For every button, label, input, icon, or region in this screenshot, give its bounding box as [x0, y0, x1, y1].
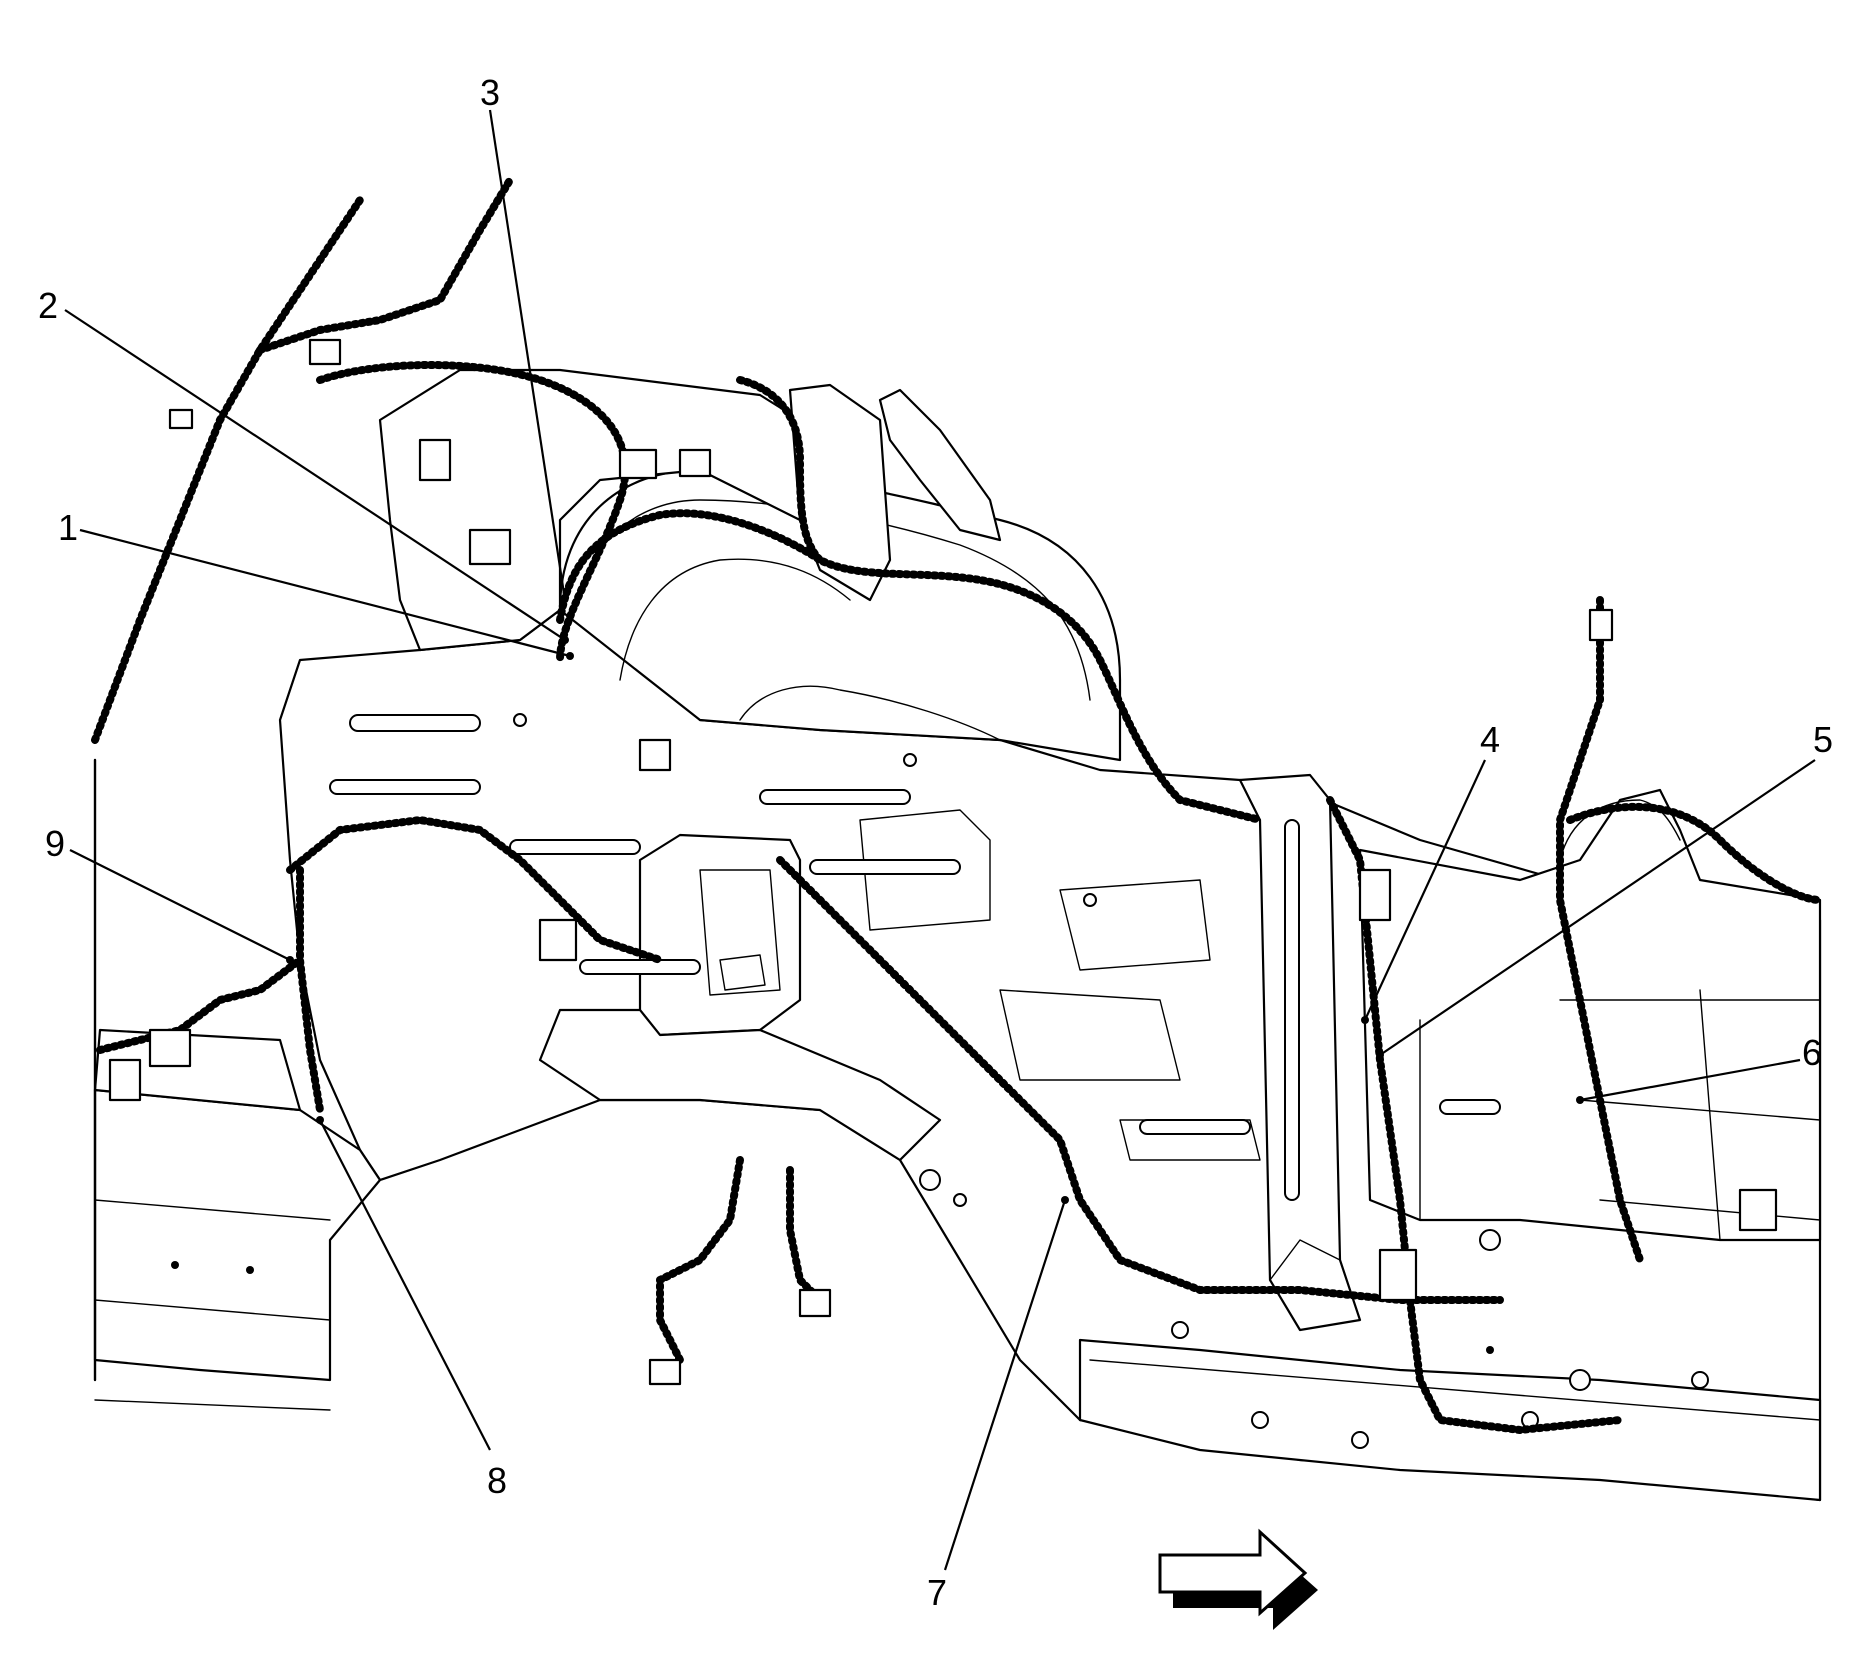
- connector: [648, 1358, 682, 1386]
- callout-6: 6: [1802, 1032, 1822, 1073]
- left-wheel-housing: [558, 468, 1122, 762]
- connector: [1358, 868, 1392, 922]
- callout-3: 3: [480, 72, 500, 113]
- connector: [108, 1058, 142, 1102]
- floor-trough: [538, 1008, 942, 1162]
- callout-9: 9: [45, 823, 65, 864]
- connectors: [108, 338, 1778, 1386]
- rear-left-bracket: [93, 1028, 302, 1112]
- connector: [618, 448, 658, 480]
- callout-leaders: [64, 109, 1816, 1571]
- connector: [418, 438, 452, 482]
- floor-slot: [579, 959, 701, 975]
- floor-slot: [1439, 1099, 1501, 1115]
- vehicle-body-structure: [93, 368, 1822, 1502]
- connector: [168, 408, 194, 430]
- leader-1: [79, 528, 571, 658]
- connector: [638, 738, 672, 772]
- floor-slot: [349, 714, 481, 732]
- callout-4: 4: [1480, 719, 1500, 760]
- leader-7: [943, 1199, 1067, 1571]
- connector: [1378, 1248, 1418, 1302]
- connector: [1588, 608, 1614, 642]
- callout-8: 8: [487, 1460, 507, 1501]
- callout-5: 5: [1813, 719, 1833, 760]
- connector: [308, 338, 342, 366]
- rear-lower-panel: [93, 1088, 382, 1382]
- callout-numbers: 1 2 3 4 5 6 7 8 9: [38, 72, 1833, 1613]
- callout-1: 1: [58, 507, 78, 548]
- leader-8: [319, 1119, 491, 1451]
- connector: [468, 528, 512, 566]
- harness-upper-left-branch: [256, 176, 514, 354]
- floor-slot: [329, 779, 481, 795]
- floor-slot: [1139, 1119, 1251, 1135]
- floor-slot: [809, 859, 961, 875]
- connector: [538, 918, 578, 962]
- leader-3: [488, 109, 567, 601]
- cross-member-slot: [1284, 819, 1300, 1201]
- connector: [1738, 1188, 1778, 1232]
- connector: [798, 1288, 832, 1318]
- floor-slot: [509, 839, 641, 855]
- leader-2: [64, 309, 566, 641]
- callout-2: 2: [38, 285, 58, 326]
- upper-pillar: [878, 388, 1002, 542]
- leader-9: [69, 849, 291, 961]
- connector: [148, 1028, 192, 1068]
- connector: [678, 448, 712, 478]
- leader-5: [1379, 759, 1816, 1056]
- leader-6: [1579, 1058, 1801, 1102]
- harness-pigtail-lower-2: [786, 1166, 824, 1304]
- callout-7: 7: [927, 1572, 947, 1613]
- leader-4: [1364, 759, 1486, 1021]
- arrow-right-icon: [1158, 1528, 1318, 1630]
- floor-slot: [759, 789, 911, 805]
